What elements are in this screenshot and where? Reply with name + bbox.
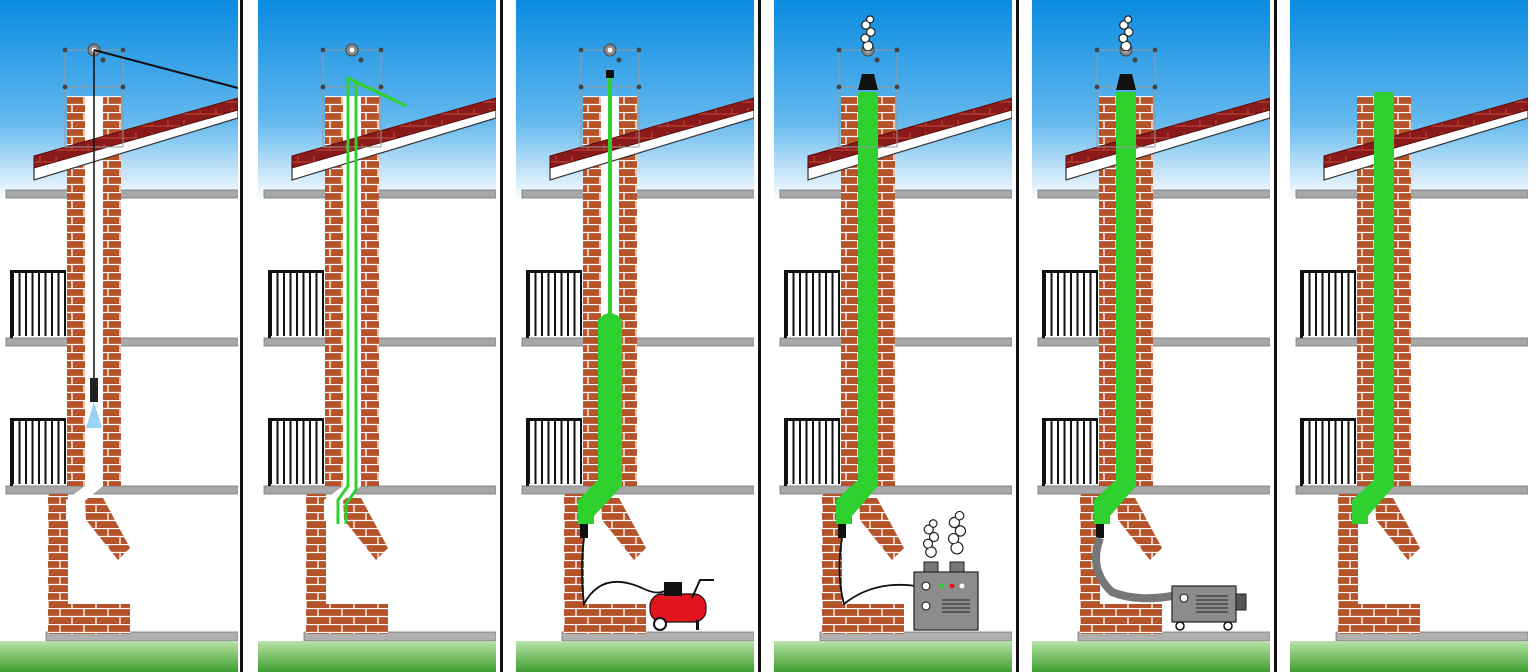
liner-full [836,92,878,524]
balcony-railing-lower [784,418,840,486]
steam-hose [838,537,917,606]
steam-plume-right [947,510,967,555]
floor-slab-low [1295,485,1528,495]
steam-top [1118,15,1134,52]
panel-divider-4 [1016,0,1019,672]
panel-step-1 [0,0,238,672]
connector-brick [1375,498,1420,560]
balcony-railing-lower [268,418,324,486]
grass [0,641,238,672]
end-cap [606,70,614,78]
floor-slab-top [5,189,238,199]
roof [33,97,238,181]
bottom-fitting [1096,524,1104,538]
blower-unit [1171,585,1247,631]
floor-slab-low [1037,485,1270,495]
steam-generator [913,561,979,631]
steam-plume-left [922,519,940,558]
floor-slab-mid [5,337,238,347]
floor-slab-top [263,189,496,199]
liner-uninflated [608,78,612,314]
pulley-wheel [603,43,622,63]
floor-slab-mid [521,337,754,347]
floor-slab-mid [779,337,1012,347]
grass [1290,641,1528,672]
steam-top [860,15,876,52]
grass [1032,641,1270,672]
floor-slab-low [5,485,238,495]
liner-full [1094,92,1136,524]
exhaust-duct [1092,536,1173,603]
air-hose [581,537,667,607]
grass [516,641,754,672]
pulley-wheel [345,43,364,63]
connector-brick [859,498,904,560]
top-cap [1116,74,1136,90]
panel-step-5 [1032,0,1270,672]
liner-inflated [578,313,622,524]
panel-step-6 [1290,0,1528,672]
grass [258,641,496,672]
liner-full [1352,92,1394,524]
liner-flat-tube [336,75,407,524]
floor-slab-mid [1037,337,1270,347]
panel-divider-5 [1274,0,1277,672]
floor-slab-low [521,485,754,495]
top-cap [858,74,878,90]
bottom-fitting [838,524,846,538]
balcony-railing-lower [526,418,582,486]
floor-slab-top [1037,189,1270,199]
chimney-brickwork [48,96,130,634]
panel-divider-3 [758,0,761,672]
connector-brick [343,498,388,560]
spray-nozzle [90,378,98,402]
water-spray [86,402,102,428]
panel-step-2 [258,0,496,672]
winch-cable [93,49,238,89]
balcony-railing-upper [268,270,324,338]
connector-brick [85,498,130,560]
balcony-railing-upper [526,270,582,338]
roof [549,97,754,181]
balcony-railing-upper [1042,270,1098,338]
panel-divider-1 [240,0,243,672]
floor-slab-low [263,485,496,495]
panel-step-4 [774,0,1012,672]
floor-slab-top [1295,189,1528,199]
balcony-railing-lower [1042,418,1098,486]
grass [774,641,1012,672]
panel-divider-2 [500,0,503,672]
connector-brick [601,498,646,560]
floor-slab-mid [1295,337,1528,347]
flue-bend [324,486,361,520]
floor-slab-low [779,485,1012,495]
connector-brick [1117,498,1162,560]
panel-step-3 [516,0,754,672]
bottom-fitting [580,524,588,538]
flue-bend [66,486,103,520]
floor-slab-top [779,189,1012,199]
balcony-railing-upper [784,270,840,338]
balcony-railing-upper [1300,270,1356,338]
floor-slab-mid [263,337,496,347]
floor-slab-top [521,189,754,199]
balcony-railing-lower [1300,418,1356,486]
air-compressor [649,579,714,631]
balcony-railing-lower [10,418,66,486]
roof [291,97,496,181]
balcony-railing-upper [10,270,66,338]
